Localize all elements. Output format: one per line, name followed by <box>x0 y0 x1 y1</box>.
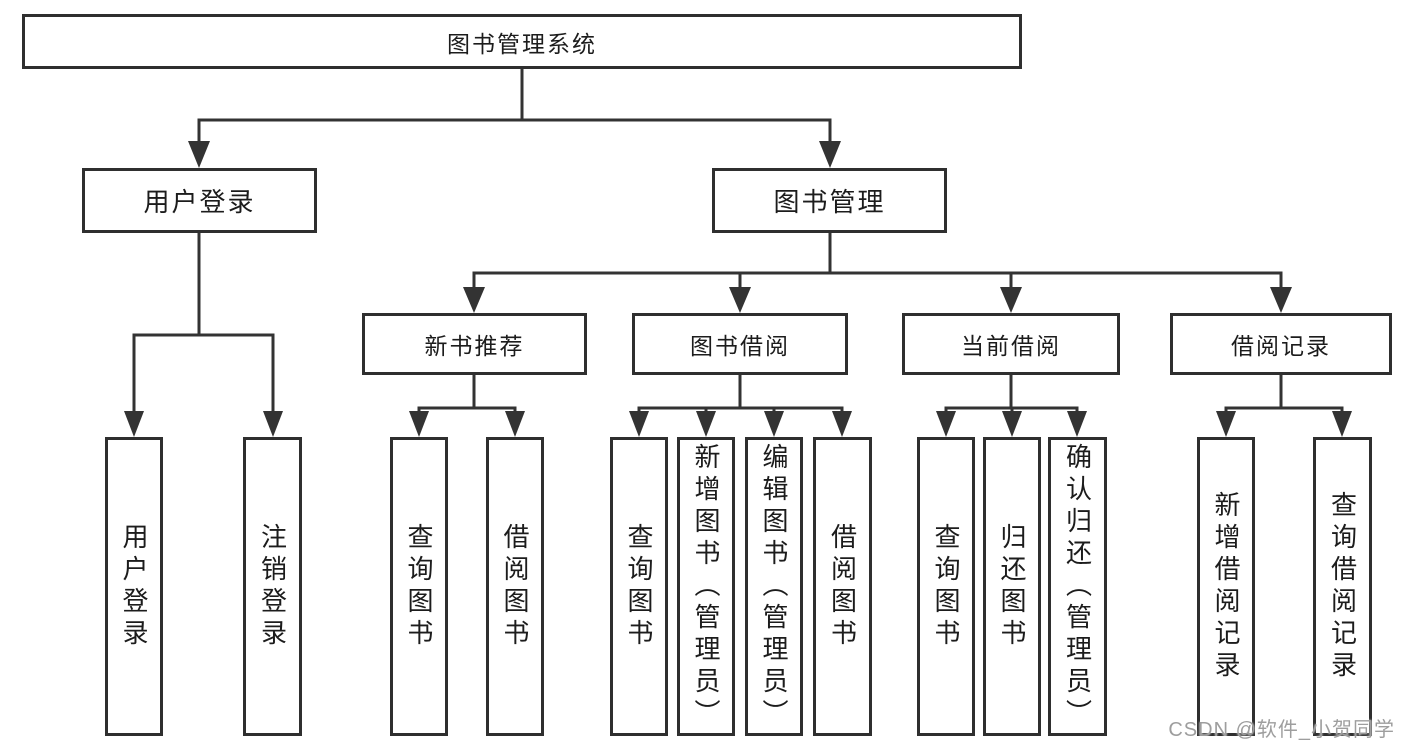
leaf-logout-login: 注销登录 <box>243 437 302 736</box>
leaf-confirm-return-admin-label: 确认归还（管理员） <box>1062 442 1093 731</box>
node-borrow-record: 借阅记录 <box>1170 313 1392 375</box>
node-book-borrow-label: 图书借阅 <box>690 333 790 359</box>
node-current-borrow: 当前借阅 <box>902 313 1120 375</box>
node-root: 图书管理系统 <box>22 14 1022 69</box>
leaf-query-books-recommend: 查询图书 <box>390 437 448 736</box>
leaf-confirm-return-admin: 确认归还（管理员） <box>1048 437 1107 736</box>
leaf-add-books-admin-label: 新增图书（管理员） <box>691 442 721 731</box>
node-user-login: 用户登录 <box>82 168 317 233</box>
leaf-query-books-recommend-label: 查询图书 <box>404 522 434 651</box>
leaf-add-borrow-record-label: 新增借阅记录 <box>1211 490 1241 683</box>
leaf-query-borrow-record-label: 查询借阅记录 <box>1327 490 1358 683</box>
leaf-query-books-borrow: 查询图书 <box>610 437 668 736</box>
leaf-query-books-borrow-label: 查询图书 <box>624 522 654 651</box>
leaf-user-login-label: 用户登录 <box>119 522 149 651</box>
node-borrow-record-label: 借阅记录 <box>1231 333 1331 359</box>
leaf-borrow-books-recommend-label: 借阅图书 <box>500 522 530 651</box>
leaf-user-login: 用户登录 <box>105 437 163 736</box>
leaf-borrow-books-borrow-label: 借阅图书 <box>827 522 858 651</box>
watermark-text: CSDN @软件_小贺同学 <box>1168 719 1395 741</box>
leaf-add-borrow-record: 新增借阅记录 <box>1197 437 1255 736</box>
node-book-management: 图书管理 <box>712 168 947 233</box>
leaf-query-books-current: 查询图书 <box>917 437 975 736</box>
node-user-login-label: 用户登录 <box>143 187 256 217</box>
node-book-management-label: 图书管理 <box>773 187 886 217</box>
leaf-edit-books-admin-label: 编辑图书（管理员） <box>759 442 789 731</box>
leaf-borrow-books-borrow: 借阅图书 <box>813 437 872 736</box>
node-new-book-recommend: 新书推荐 <box>362 313 587 375</box>
leaf-return-books-label: 归还图书 <box>997 522 1027 651</box>
leaf-query-books-current-label: 查询图书 <box>931 522 961 651</box>
leaf-borrow-books-recommend: 借阅图书 <box>486 437 544 736</box>
node-root-label: 图书管理系统 <box>447 30 597 57</box>
leaf-return-books: 归还图书 <box>983 437 1041 736</box>
node-current-borrow-label: 当前借阅 <box>961 333 1061 359</box>
node-new-book-recommend-label: 新书推荐 <box>424 333 525 359</box>
leaf-edit-books-admin: 编辑图书（管理员） <box>745 437 803 736</box>
leaf-logout-login-label: 注销登录 <box>257 522 288 651</box>
leaf-add-books-admin: 新增图书（管理员） <box>677 437 735 736</box>
leaf-query-borrow-record: 查询借阅记录 <box>1313 437 1372 736</box>
node-book-borrow: 图书借阅 <box>632 313 848 375</box>
